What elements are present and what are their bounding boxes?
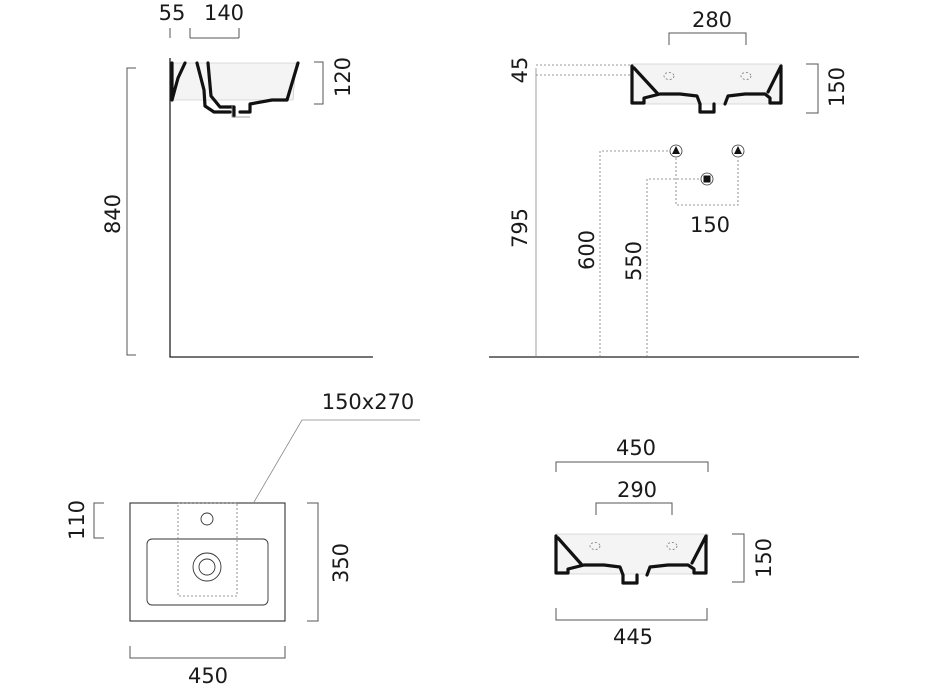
side-basin-profile xyxy=(195,61,300,114)
dim-110-line xyxy=(93,502,104,539)
dim-55-label: 55 xyxy=(159,1,186,25)
basin-view: 450 290 150 445 xyxy=(554,436,776,649)
dim-550-label: 550 xyxy=(622,241,646,281)
dim-150-basin-label: 150 xyxy=(752,538,776,578)
dim-445-line xyxy=(555,608,708,621)
side-basin-body xyxy=(171,62,297,101)
side-basin-back-wall xyxy=(170,61,187,102)
dim-55-140-lines xyxy=(169,28,240,39)
dim-450-basin-label: 450 xyxy=(616,436,656,460)
dim-280-line xyxy=(668,32,747,45)
basin-body xyxy=(555,533,709,575)
dim-290-label: 290 xyxy=(617,478,657,502)
dim-150x270-label: 150x270 xyxy=(322,390,415,414)
basin-profile xyxy=(554,534,708,577)
dim-120-label: 120 xyxy=(331,57,355,97)
basin-tap-hole-right-icon xyxy=(666,542,678,550)
drain-inner-icon xyxy=(198,558,216,576)
side-basin-drain xyxy=(231,106,250,118)
front-view: 280 45 795 150 600 550 150 xyxy=(489,8,859,358)
dim-450-top-label: 450 xyxy=(188,664,228,686)
front-basin-left-wall xyxy=(632,66,660,96)
side-basin-waste xyxy=(206,61,236,118)
front-basin-body xyxy=(631,63,783,105)
dim-140-label: 140 xyxy=(204,1,244,25)
wall-floor-line xyxy=(169,58,373,358)
dim-795-label: 795 xyxy=(508,208,532,248)
dim-450-basin-line xyxy=(555,461,709,472)
dim-290-line xyxy=(595,502,673,515)
dim-350-label: 350 xyxy=(329,543,353,583)
dim-600-line xyxy=(599,150,676,357)
dim-45-label: 45 xyxy=(508,57,532,84)
dim-110-label: 110 xyxy=(65,500,89,540)
dim-150-bottom-line xyxy=(675,158,739,206)
dim-150x270-leader xyxy=(253,419,420,503)
dim-280-label: 280 xyxy=(692,8,732,32)
water-inlet-right-arrow-icon xyxy=(734,146,742,154)
dim-150-right-label: 150 xyxy=(825,67,849,107)
dim-150-basin-line xyxy=(732,533,745,583)
dim-120-line xyxy=(314,61,324,105)
tap-hole-right-icon xyxy=(740,72,752,80)
front-basin-profile xyxy=(630,64,783,106)
tap-hole-left-icon xyxy=(663,72,675,80)
dim-550-line xyxy=(646,178,707,357)
top-view: 150x270 110 350 450 xyxy=(65,390,420,686)
basin-left-wall xyxy=(556,536,584,567)
waste-outlet-square-icon xyxy=(703,175,711,183)
dim-840-label: 840 xyxy=(101,194,125,234)
dim-350-line xyxy=(307,502,319,622)
front-basin-drain xyxy=(698,102,716,114)
dim-150-right-line xyxy=(806,63,819,114)
dim-840-line xyxy=(126,67,136,356)
basin-drain xyxy=(621,573,639,585)
dim-445-label: 445 xyxy=(613,625,653,649)
dim-600-label: 600 xyxy=(575,230,599,270)
dim-450-top-line xyxy=(129,646,286,659)
dim-150-bottom-label: 150 xyxy=(690,213,730,237)
dim-45-guides xyxy=(536,64,630,76)
top-basin-cutout-zone xyxy=(177,502,238,597)
tap-hole-icon xyxy=(200,512,214,526)
basin-tap-hole-left-icon xyxy=(589,542,601,550)
side-view: 840 55 140 120 xyxy=(101,1,373,358)
water-inlet-left-arrow-icon xyxy=(672,146,680,154)
